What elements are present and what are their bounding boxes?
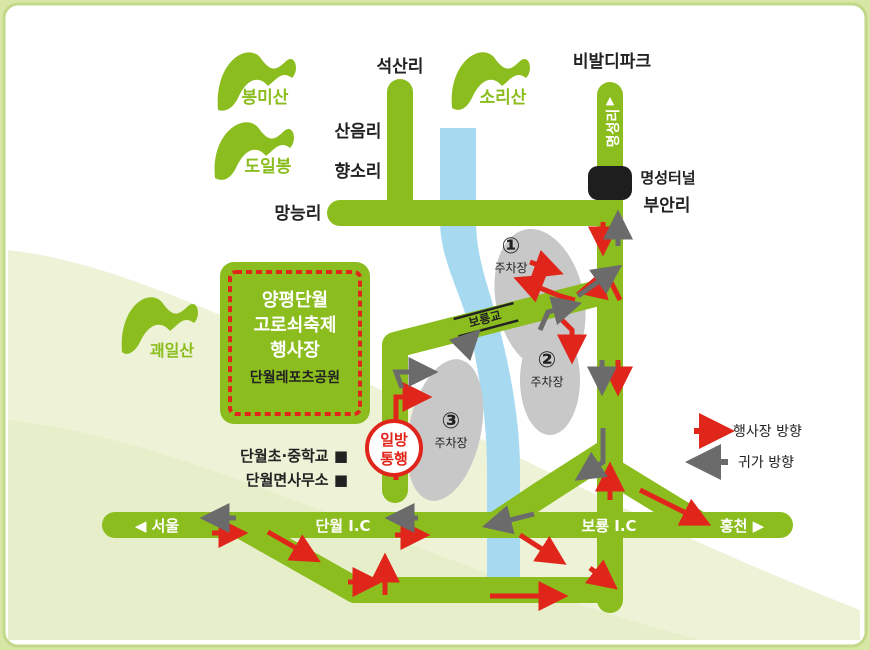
mountain-icon — [451, 52, 530, 110]
parking-number-3: ③ — [442, 409, 461, 434]
parking-number-2: ② — [538, 348, 557, 373]
road-label-dangwol-ic: 단월 I.C — [315, 517, 370, 535]
road-label-myeongseongri: 명성리 — [605, 109, 622, 148]
village-label-hyangsori: 향소리 — [335, 161, 382, 182]
legend-to-venue: 행사장 방향 — [733, 424, 802, 440]
red-arrow — [584, 559, 618, 590]
village-label-bibaldipark: 비발디파크 — [573, 52, 652, 72]
village-label-buanri: 부안리 — [644, 196, 691, 216]
parking-label-1: 주차장 — [494, 261, 527, 275]
road-label-seoul: ◀ 서울 — [135, 517, 180, 535]
landmark-office: 단월면사무소 ■ — [246, 471, 348, 489]
legend-return: 귀가 방향 — [738, 455, 794, 471]
venue-title-3: 행사장 — [270, 340, 320, 361]
road-label-boryong-ic: 보룡 I.C — [581, 517, 636, 535]
venue-subtitle: 단월레포츠공원 — [250, 369, 340, 386]
red-arrow — [266, 529, 321, 563]
parking-label-3: 주차장 — [434, 436, 467, 450]
gray-arrow — [537, 296, 583, 332]
village-label-mangneungri: 망능리 — [275, 204, 322, 224]
road-label-hongcheon: 홍천 ▶ — [720, 517, 765, 535]
red-arrow — [638, 487, 712, 526]
oneway-sign — [365, 419, 423, 477]
gray-arrow — [576, 264, 623, 299]
mountain-icon — [121, 297, 198, 354]
village-label-seoksanri: 석산리 — [377, 57, 424, 77]
parking-number-1: ① — [502, 234, 521, 259]
mountain-icons — [121, 52, 530, 354]
labels: 봉미산 도일봉 소리산 괘일산 석산리 산음리 향소리 망능리 비발디파크 부안… — [135, 52, 802, 535]
venue-title-2: 고로쇠축제 — [254, 315, 337, 336]
road-end-up-icon: ▲ — [606, 94, 615, 107]
mountain-label-doilbong: 도일봉 — [245, 157, 292, 177]
red-arrow — [529, 249, 564, 279]
tunnel-label: 명성터널 — [640, 169, 695, 187]
parking-label-2: 주차장 — [530, 375, 563, 389]
mountain-label-sorisan: 소리산 — [480, 88, 527, 108]
oneway-text-1: 일방 — [380, 431, 408, 449]
mountain-icon — [214, 122, 294, 180]
venue-title-1: 양평단월 — [262, 290, 328, 311]
gray-arrow — [449, 329, 481, 361]
gray-arrow — [392, 357, 439, 389]
mountain-label-gwaeilsan: 괘일산 — [150, 341, 194, 360]
red-arrow — [518, 532, 567, 565]
landmark-school: 단월초·중학교 ■ — [240, 447, 348, 465]
venue-box — [220, 262, 370, 424]
return-direction-arrows — [199, 209, 633, 535]
mountain-label-bongmisan: 봉미산 — [242, 88, 289, 108]
mountain-icon — [217, 52, 296, 111]
village-label-sanumri: 산음리 — [335, 122, 382, 142]
tunnel-icon — [588, 166, 632, 200]
gray-arrow — [574, 428, 608, 481]
gray-arrow — [481, 505, 535, 535]
venue-border — [228, 270, 362, 416]
oneway-text-2: 통행 — [380, 450, 408, 468]
